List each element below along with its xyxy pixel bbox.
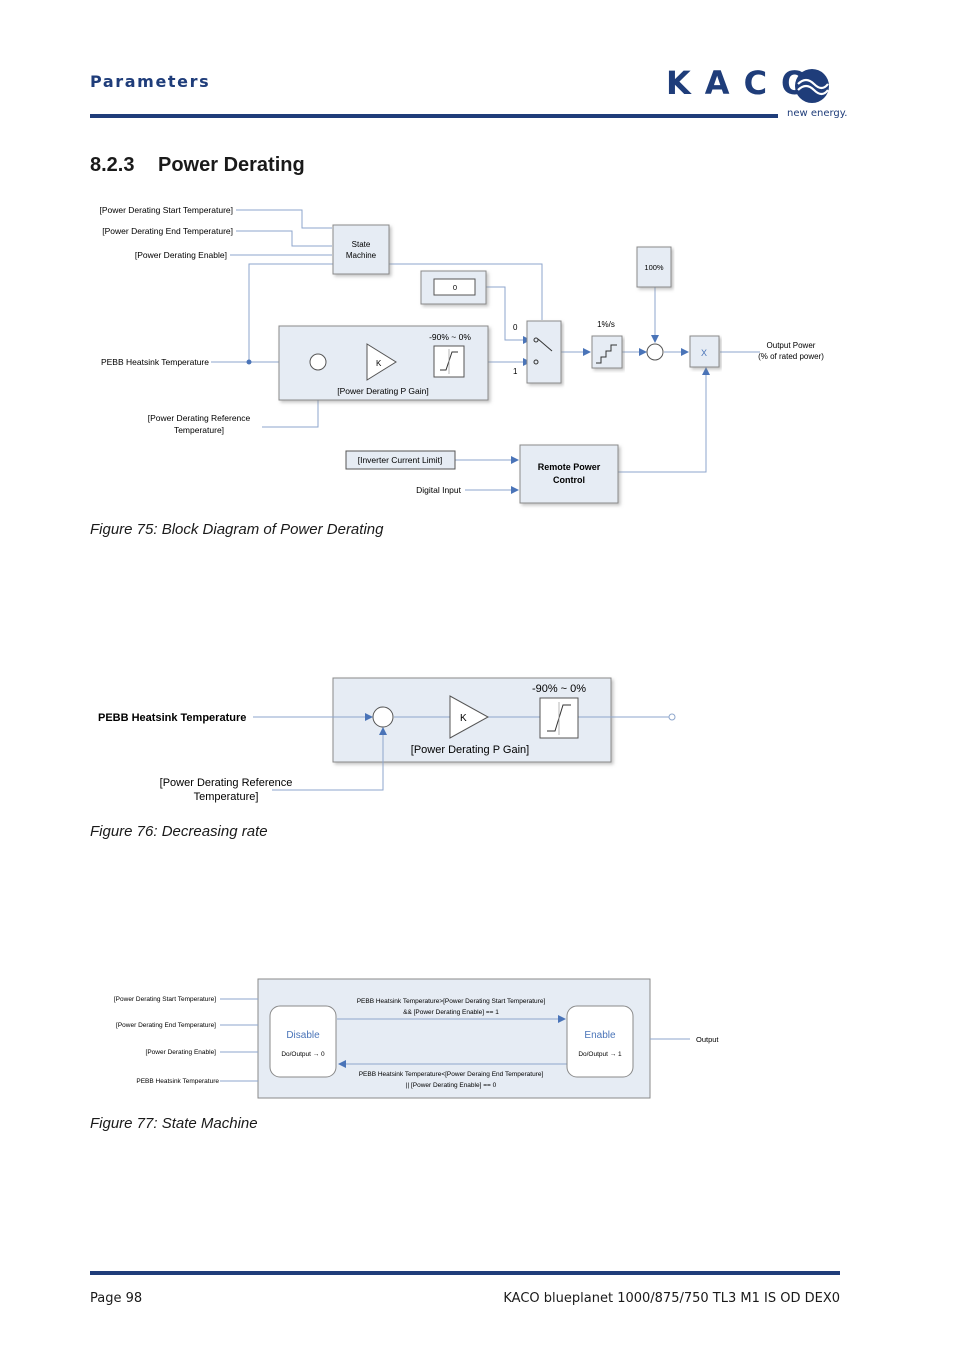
fig75-pebb-label: PEBB Heatsink Temperature <box>101 357 209 367</box>
fig75-hundred-block <box>636 246 672 288</box>
fig75-state-machine-text-1: State <box>352 240 371 249</box>
fig75-state-machine-block <box>332 224 390 275</box>
fig77-disable-output: Do/Output → 0 <box>281 1051 325 1058</box>
fig77-disable-state <box>269 1005 337 1078</box>
fig76-gain-k <box>449 695 490 739</box>
fig77-cond-top-1: PEBB Heatsink Temperature>[Power Deratin… <box>357 998 546 1005</box>
kaco-logo: KACO <box>666 64 823 102</box>
fig75-multiply-text: X <box>701 348 707 358</box>
fig75-digital-input-label: Digital Input <box>416 485 462 495</box>
fig75-ref-label-2: Temperature] <box>174 425 224 435</box>
section-number: 8.2.3 <box>90 154 135 176</box>
fig75-sum-junction <box>309 353 327 371</box>
fig77-output-label: Output <box>696 1035 719 1044</box>
fig75-switch-1: 1 <box>513 367 518 376</box>
figure-76-caption: Figure 76: Decreasing rate <box>90 823 268 840</box>
figure-75-block-diagram: [Power Derating Start Temperature] [Powe… <box>99 205 824 504</box>
kaco-swirl-icon <box>795 69 829 103</box>
fig75-zero-constant-text: 0 <box>453 283 457 292</box>
fig75-range-text: -90% ~ 0% <box>429 332 471 342</box>
fig77-start-temp-label: [Power Derating Start Temperature] <box>114 996 216 1003</box>
fig75-multiply-block <box>689 335 720 368</box>
fig75-hundred-text: 100% <box>644 263 664 272</box>
fig77-cond-top-2: && [Power Derating Enable] == 1 <box>403 1009 499 1016</box>
fig77-enable-state <box>566 1005 634 1078</box>
figure-77-caption: Figure 77: State Machine <box>90 1115 258 1132</box>
fig75-gain-k-text: K <box>376 359 382 368</box>
fig76-sum-junction <box>372 706 394 728</box>
footer-rule <box>90 1271 840 1275</box>
fig75-state-machine-text-2: Machine <box>346 251 377 260</box>
fig75-end-temp-label: [Power Derating End Temperature] <box>102 226 233 236</box>
fig77-enable-output: Do/Output → 1 <box>578 1051 622 1058</box>
footer-page-number: Page 98 <box>90 1291 143 1306</box>
fig76-ref-label-1: [Power Derating Reference <box>160 777 293 789</box>
fig76-output-terminal <box>668 713 676 721</box>
section-title: Power Derating <box>158 154 305 176</box>
figure-76-decreasing-rate: K -90% ~ 0% [Power Derating P Gain] PEBB… <box>98 677 676 803</box>
fig75-output-label-1: Output Power <box>767 341 816 350</box>
fig75-adder <box>646 343 664 361</box>
fig75-rate-text: 1%/s <box>597 320 615 329</box>
fig75-inverter-limit-box <box>345 450 456 470</box>
fig75-gain-k <box>366 343 397 381</box>
fig75-inverter-limit-text: [Inverter Current Limit] <box>358 455 443 465</box>
fig77-end-temp-label: [Power Derating End Temperature] <box>116 1022 216 1029</box>
fig75-remote-power-text-2: Control <box>553 475 585 485</box>
fig76-pebb-label: PEBB Heatsink Temperature <box>98 712 246 724</box>
fig76-gain-text: [Power Derating P Gain] <box>411 744 529 756</box>
logo-tagline: new energy. <box>787 108 848 119</box>
figure-75-caption: Figure 75: Block Diagram of Power Derati… <box>90 521 384 538</box>
fig77-enable-text: Enable <box>584 1030 616 1041</box>
fig75-remote-power-block <box>519 444 619 504</box>
fig77-cond-bot-1: PEBB Heatsink Temperature<[Power Deraing… <box>359 1071 544 1078</box>
fig75-gain-text: [Power Derating P Gain] <box>337 386 429 396</box>
fig76-range-text: -90% ~ 0% <box>532 683 586 695</box>
figure-77-state-machine: Disable Do/Output → 0 Enable Do/Output →… <box>114 978 719 1099</box>
fig75-switch-block <box>526 320 562 384</box>
fig75-ref-label-1: [Power Derating Reference <box>148 413 251 423</box>
fig75-output-label-2: (% of rated power) <box>758 352 824 361</box>
fig76-ref-label-2: Temperature] <box>194 791 259 803</box>
fig75-switch-0: 0 <box>513 323 518 332</box>
section-label: Parameters <box>90 72 211 91</box>
fig75-start-temp-label: [Power Derating Start Temperature] <box>99 205 233 215</box>
footer-product-name: KACO blueplanet 1000/875/750 TL3 M1 IS O… <box>503 1291 840 1306</box>
fig77-pebb-label: PEBB Heatsink Temperature <box>136 1078 219 1085</box>
fig75-remote-power-text-1: Remote Power <box>538 462 601 472</box>
fig77-disable-text: Disable <box>286 1030 320 1041</box>
header-rule <box>90 114 778 118</box>
section-heading: 8.2.3 Power Derating <box>90 154 305 177</box>
fig76-gain-k-text: K <box>460 713 467 724</box>
fig75-enable-label: [Power Derating Enable] <box>135 250 227 260</box>
fig77-enable-label: [Power Derating Enable] <box>146 1049 217 1056</box>
fig77-cond-bot-2: || [Power Derating Enable] == 0 <box>406 1082 497 1089</box>
